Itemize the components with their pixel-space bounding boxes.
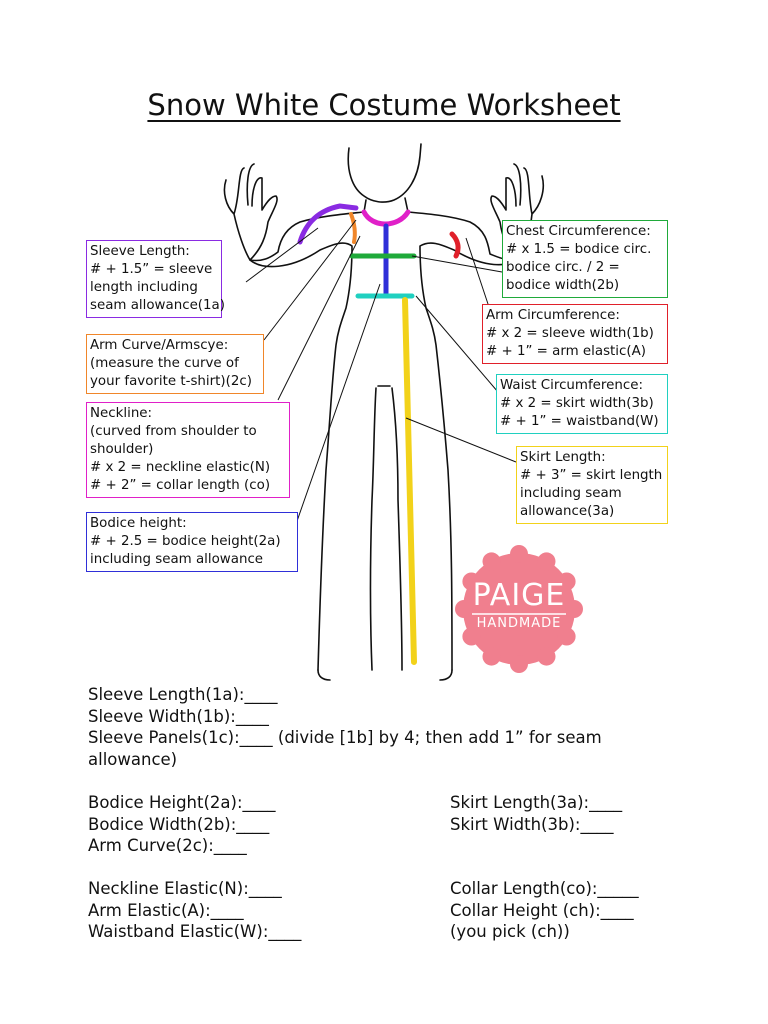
worksheet-line: Sleeve Panels(1c):____ (divide [1b] by 4…: [88, 728, 602, 747]
leader-bodice: [295, 283, 381, 525]
worksheet-line: Bodice Width(2b):____: [88, 814, 270, 834]
leader-arm-circ: [465, 237, 489, 305]
arm-circumference-box: Arm Circumference: # x 2 = sleeve width(…: [482, 304, 668, 364]
worksheet-line: [88, 857, 301, 879]
bodice-height-box: Bodice height: # + 2.5 = bodice height(2…: [86, 512, 298, 572]
worksheet-line: Sleeve Length(1a):____: [88, 685, 278, 704]
box-line: bodice width(2b): [506, 278, 620, 293]
page-title: Snow White Costume Worksheet: [147, 88, 621, 122]
box-line: Waist Circumference:: [500, 378, 643, 393]
worksheet-line: Skirt Width(3b):____: [450, 814, 614, 834]
box-line: # + 2.5 = bodice height(2a): [90, 534, 281, 549]
worksheet-line: [450, 857, 639, 879]
paige-handmade-logo: [455, 545, 583, 673]
box-line: # x 2 = skirt width(3b): [500, 396, 654, 411]
leader-chest: [411, 255, 503, 273]
box-line: Skirt Length:: [520, 450, 606, 465]
box-line: Arm Circumference:: [486, 308, 620, 323]
box-line: Neckline:: [90, 406, 153, 421]
box-line: # + 3” = skirt length: [520, 468, 663, 483]
box-line: seam allowance(1a): [90, 298, 225, 313]
leader-neckline: [277, 235, 361, 401]
chest-circumference-box: Chest Circumference: # x 1.5 = bodice ci…: [502, 220, 668, 298]
worksheet-line: Waistband Elastic(W):____: [88, 922, 302, 941]
worksheet-line: Neckline Elastic(N):____: [88, 879, 282, 898]
worksheet-line: allowance): [88, 749, 178, 769]
box-line: # x 2 = neckline elastic(N): [90, 460, 271, 475]
arm-curve-mark: [349, 212, 357, 244]
box-line: allowance(3a): [520, 504, 615, 519]
skirt-length-box: Skirt Length: # + 3” = skirt length incl…: [516, 446, 668, 524]
skirt-length-mark: [402, 297, 417, 665]
head-outline: [347, 143, 422, 203]
box-line: your favorite t-shirt)(2c): [90, 374, 252, 389]
box-line: including seam allowance: [90, 552, 264, 567]
worksheet-line: Skirt Length(3a):____: [450, 793, 623, 812]
worksheet-line: [450, 835, 639, 857]
worksheet-left: Bodice Height(2a):____ Bodice Width(2b):…: [88, 792, 301, 943]
neckline-mark: [361, 209, 411, 227]
box-line: Bodice height:: [90, 516, 187, 531]
leader-arm-curve: [263, 219, 357, 341]
box-line: shoulder): [90, 442, 154, 457]
box-line: # + 1” = arm elastic(A): [486, 344, 647, 359]
arm-circ-mark: [449, 231, 461, 259]
sleeve-length-mark: [297, 203, 359, 245]
neckline-box: Neckline: (curved from shoulder to shoul…: [86, 402, 290, 498]
box-line: Chest Circumference:: [506, 224, 651, 239]
box-line: length including: [90, 280, 198, 295]
worksheet-line: Arm Curve(2c):____: [88, 836, 247, 855]
box-line: # + 2” = collar length (co): [90, 478, 271, 493]
leader-waist: [415, 295, 499, 393]
box-line: # x 2 = sleeve width(1b): [486, 326, 654, 341]
worksheet-line: Bodice Height(2a):____: [88, 793, 276, 812]
worksheet-line: Sleeve Width(1b):____: [88, 706, 269, 726]
worksheet-line: Collar Length(co):_____: [450, 879, 639, 898]
worksheet-line: Collar Height (ch):____: [450, 900, 634, 920]
box-line: (curved from shoulder to: [90, 424, 257, 439]
box-line: Sleeve Length:: [90, 244, 190, 259]
arm-curve-box: Arm Curve/Armscye: (measure the curve of…: [86, 334, 264, 394]
worksheet-line: (you pick (ch)): [450, 922, 570, 941]
box-line: # + 1” = waistband(W): [500, 414, 659, 429]
box-line: (measure the curve of: [90, 356, 239, 371]
box-line: # + 1.5” = sleeve: [90, 262, 213, 277]
logo-text-handmade: HANDMADE: [476, 616, 562, 631]
box-line: including seam: [520, 486, 622, 501]
worksheet-top: Sleeve Length(1a):____ Sleeve Width(1b):…: [88, 684, 602, 770]
sleeve-length-box: Sleeve Length: # + 1.5” = sleeve length …: [86, 240, 225, 318]
worksheet-line: Arm Elastic(A):____: [88, 900, 244, 920]
leader-skirt: [405, 417, 517, 463]
box-line: bodice circ. / 2 =: [506, 260, 620, 275]
box-line: Arm Curve/Armscye:: [90, 338, 229, 353]
leader-sleeve-length: [245, 227, 319, 283]
waist-circumference-box: Waist Circumference: # x 2 = skirt width…: [496, 374, 668, 434]
box-line: # x 1.5 = bodice circ.: [506, 242, 652, 257]
worksheet-right: Skirt Length(3a):____ Skirt Width(3b):__…: [450, 792, 639, 943]
logo-text-paige: PAIGE: [472, 578, 566, 613]
